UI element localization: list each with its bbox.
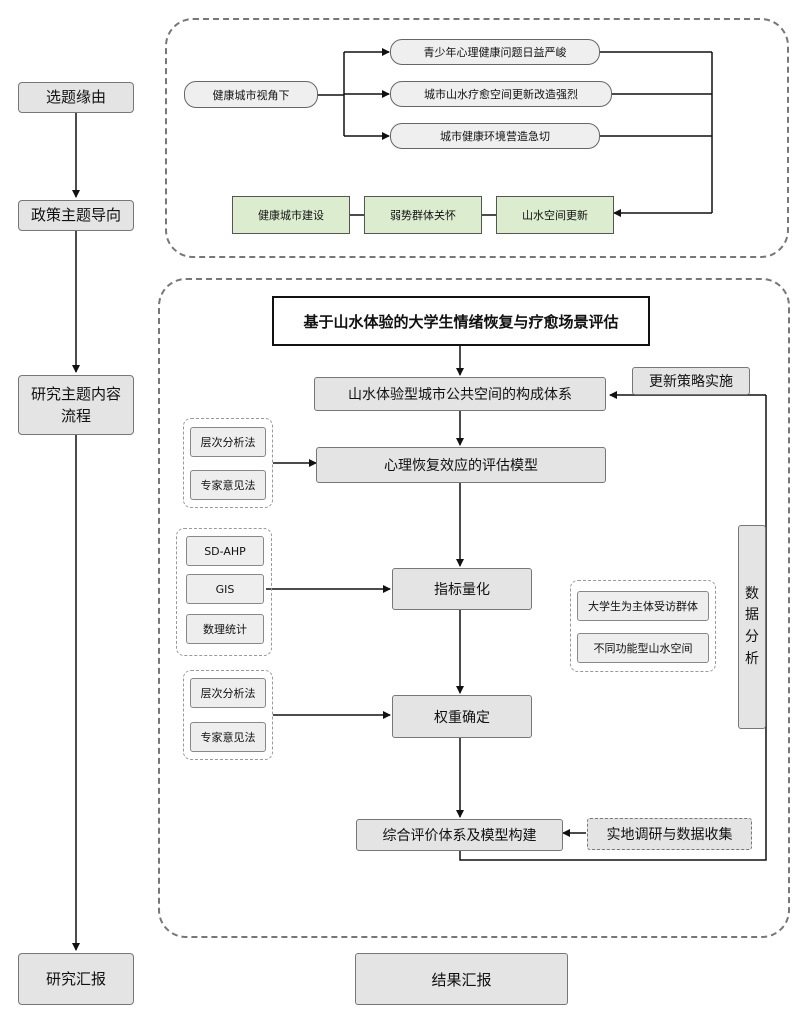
stage-policy-guidance: 政策主题导向 [18, 200, 134, 231]
stage-topic-reason: 选题缘由 [18, 82, 134, 113]
survey-group [570, 580, 716, 672]
method-expert-2: 专家意见法 [190, 722, 266, 752]
theme-box-3: 山水空间更新 [496, 196, 614, 234]
method-group-2 [176, 528, 272, 656]
method-gis: GIS [186, 574, 264, 604]
method-ahp-2: 层次分析法 [190, 678, 266, 708]
method-group-1 [183, 418, 273, 508]
evaluation-model-box: 心理恢复效应的评估模型 [316, 447, 606, 483]
update-strategy-box: 更新策略实施 [632, 367, 750, 395]
research-title: 基于山水体验的大学生情绪恢复与疗愈场景评估 [272, 296, 650, 346]
method-statistics: 数理统计 [186, 614, 264, 644]
method-expert-1: 专家意见法 [190, 470, 266, 500]
field-survey-box: 实地调研与数据收集 [587, 818, 752, 850]
issue-pill-3: 城市健康环境营造急切 [390, 123, 600, 149]
result-report-box: 结果汇报 [355, 953, 568, 1005]
stage-research-report: 研究汇报 [18, 953, 134, 1005]
theme-box-2: 弱势群体关怀 [364, 196, 482, 234]
survey-space-box: 不同功能型山水空间 [577, 633, 709, 663]
indicator-quantification-box: 指标量化 [392, 568, 532, 610]
theme-box-1: 健康城市建设 [232, 196, 350, 234]
top-region [165, 18, 789, 258]
method-ahp-1: 层次分析法 [190, 427, 266, 457]
survey-subject-box: 大学生为主体受访群体 [577, 591, 709, 621]
data-analysis-box: 数 据 分 析 [738, 525, 766, 729]
main-region [158, 278, 790, 938]
issue-pill-1: 青少年心理健康问题日益严峻 [390, 39, 600, 65]
source-pill: 健康城市视角下 [184, 81, 318, 108]
method-group-3 [183, 670, 273, 760]
method-sd-ahp: SD-AHP [186, 536, 264, 566]
composition-system-box: 山水体验型城市公共空间的构成体系 [314, 377, 606, 411]
issue-pill-2: 城市山水疗愈空间更新改造强烈 [390, 81, 612, 107]
weight-determination-box: 权重确定 [392, 695, 532, 738]
stage-research-content: 研究主题内容 流程 [18, 375, 134, 435]
synthesis-model-box: 综合评价体系及模型构建 [356, 819, 563, 851]
